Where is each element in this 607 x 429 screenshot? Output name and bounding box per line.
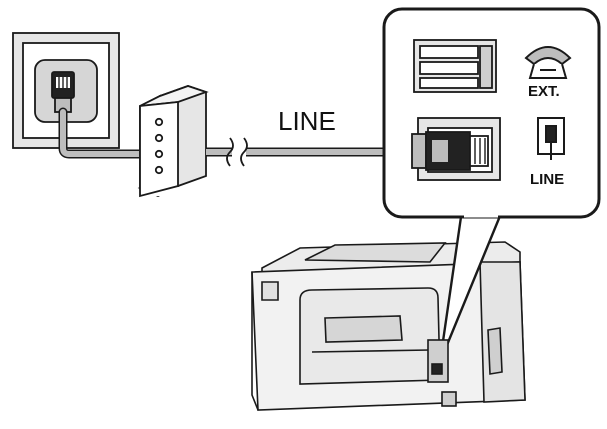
cable-wall-to-splitter [58, 107, 157, 159]
line-port-with-plug [411, 117, 501, 181]
wall-jack [12, 32, 120, 149]
ext-port-label: EXT. [528, 83, 560, 100]
wall-jack-line-icon [537, 117, 565, 160]
cable-break-mark [240, 137, 248, 167]
rj11-wall-jack-icon [51, 71, 75, 113]
printer-port-panel [413, 39, 497, 93]
printer-rear-port [427, 339, 449, 383]
dsl-splitter-icon [137, 85, 209, 198]
printer [251, 241, 526, 411]
cable-splitter-to-printer [206, 137, 412, 167]
line-port-label: LINE [530, 171, 564, 188]
cable-break-mark [226, 137, 234, 167]
telephone-handset-icon [524, 46, 572, 79]
cable-line-label: LINE [278, 106, 336, 136]
